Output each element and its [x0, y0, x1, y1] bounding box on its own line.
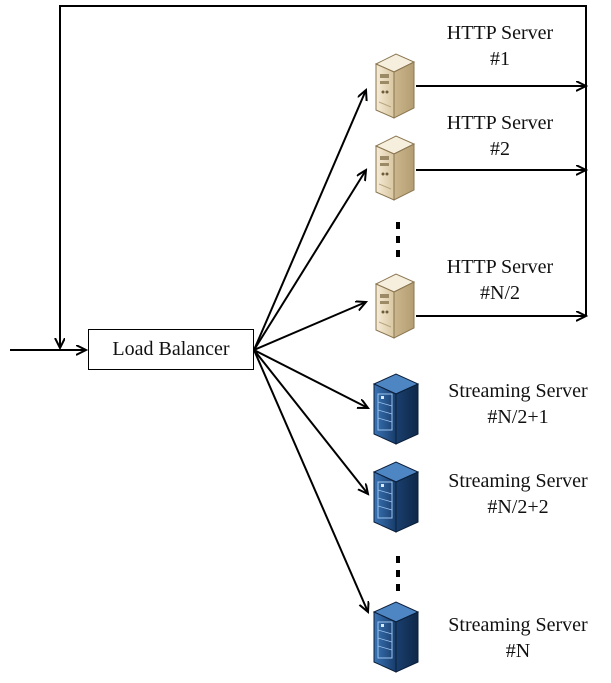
server-index: #N/2: [480, 282, 520, 304]
streaming-server-n-label: Streaming Server #N: [430, 612, 606, 664]
server-title: Streaming Server: [448, 470, 588, 492]
arrow-to-http-2: [253, 170, 366, 351]
server-title: HTTP Server: [446, 112, 554, 134]
server-title: Streaming Server: [448, 380, 588, 402]
server-title: Streaming Server: [448, 614, 588, 636]
streaming-server-icon: [373, 601, 419, 673]
streaming-server-icon: [373, 373, 419, 445]
arrow-to-stream-1: [253, 349, 368, 408]
fanout-arrows: [253, 90, 368, 612]
load-balancer-label: Load Balancer: [112, 338, 230, 360]
http-server-icon: [375, 273, 415, 339]
server-title: HTTP Server: [446, 256, 554, 278]
streaming-server-icon: [373, 461, 419, 533]
server-index: #2: [490, 138, 510, 160]
http-server-icon: [375, 53, 415, 119]
http-ellipsis: [396, 222, 400, 257]
http-server-2-label: HTTP Server #2: [430, 110, 570, 162]
arrow-to-stream-2: [253, 349, 368, 494]
streaming-server-2-label: Streaming Server #N/2+2: [430, 468, 606, 520]
http-server-icon: [375, 135, 415, 201]
streaming-ellipsis: [396, 556, 400, 591]
server-title: HTTP Server: [446, 22, 554, 44]
server-index: #N: [505, 640, 531, 662]
streaming-server-1-label: Streaming Server #N/2+1: [430, 378, 606, 430]
http-server-1-label: HTTP Server #1: [430, 20, 570, 72]
server-index: #N/2+2: [487, 496, 549, 518]
http-server-n2-label: HTTP Server #N/2: [430, 254, 570, 306]
arrow-to-http-n2: [253, 302, 366, 351]
arrow-to-stream-n: [253, 349, 368, 612]
server-index: #N/2+1: [487, 406, 549, 428]
load-balancer-box: Load Balancer: [88, 329, 254, 370]
server-index: #1: [490, 48, 510, 70]
arrow-to-http-1: [253, 90, 366, 351]
return-path-line: [60, 5, 587, 348]
